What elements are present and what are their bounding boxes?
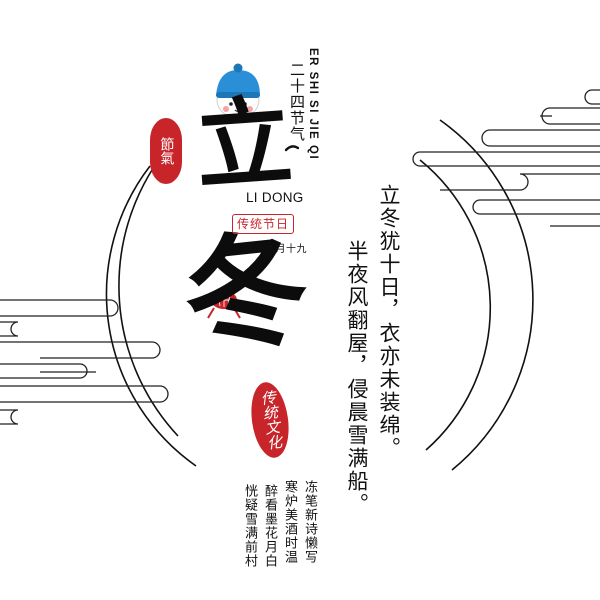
series-pinyin: ER SHI SI JIE QI bbox=[307, 48, 319, 161]
circle-arc-left-inner bbox=[105, 165, 197, 467]
circle-arc-right-inner bbox=[419, 159, 492, 451]
circle-frame bbox=[105, 119, 534, 471]
circle-arc-left bbox=[118, 135, 179, 437]
snowman-mascot-icon bbox=[216, 63, 260, 120]
culture-seal-text: 传统文化 bbox=[257, 388, 284, 451]
verse-line-1: 冻笔新诗懒写 bbox=[302, 480, 317, 564]
verse-line-4: 恍疑雪满前村 bbox=[242, 484, 257, 568]
poem-line-1: 立冬犹十日，衣亦未装绵。 bbox=[377, 184, 401, 460]
title-pinyin: LI DONG bbox=[246, 190, 304, 205]
lunar-date: 农历九月十九 bbox=[244, 244, 307, 255]
holiday-badge: 传统节日 bbox=[232, 214, 295, 234]
jieqi-seal-text: 節氣 bbox=[158, 137, 175, 165]
verse-line-2: 寒炉美酒时温 bbox=[282, 480, 297, 564]
brush-accent bbox=[284, 145, 300, 152]
red-knot-ornament-icon bbox=[207, 291, 241, 319]
poem-line-2: 半夜风翻屋，侵晨雪满船。 bbox=[345, 240, 369, 516]
series-title: 二十四节气 bbox=[288, 62, 306, 142]
main-title-char-1: 立 bbox=[192, 83, 296, 204]
verse-line-3: 醉看墨花月白 bbox=[262, 484, 277, 568]
cloud-right bbox=[412, 89, 600, 227]
cloud-left bbox=[0, 299, 169, 425]
jieqi-seal: 節氣 bbox=[150, 118, 182, 184]
circle-arc-right bbox=[439, 119, 534, 471]
